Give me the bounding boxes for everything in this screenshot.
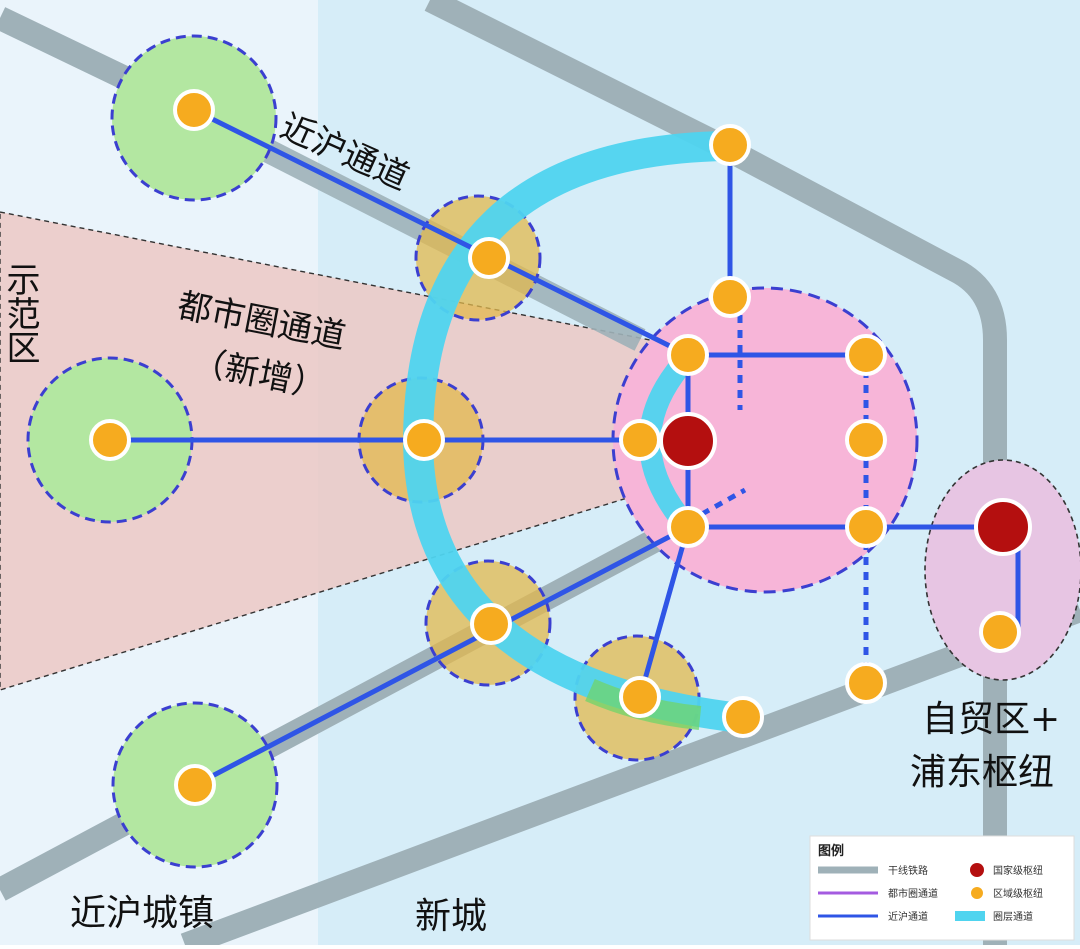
regional-hub-marker[interactable] bbox=[667, 506, 709, 548]
trunk-railway-south bbox=[180, 598, 1080, 949]
legend-swatch-regional-hub bbox=[971, 887, 983, 899]
label-new-city: 新城 bbox=[415, 896, 487, 937]
legend-box bbox=[809, 835, 1075, 941]
regional-hub-marker[interactable] bbox=[845, 506, 887, 548]
regional-hub-marker[interactable] bbox=[468, 237, 510, 279]
planned-lines bbox=[700, 300, 869, 683]
label-pudong-hub: 浦东枢纽 bbox=[910, 752, 1054, 793]
regional-hub-marker[interactable] bbox=[709, 276, 751, 318]
channel-line-core-south bbox=[637, 524, 691, 700]
label-free-trade-zone: 自贸区+ bbox=[922, 699, 1060, 740]
national-hubs bbox=[659, 412, 1032, 556]
channel-line-southwest bbox=[192, 524, 691, 788]
ftz-ellipse bbox=[924, 459, 1080, 681]
regional-hub-marker[interactable] bbox=[667, 334, 709, 376]
legend-label-metro-channel: 都市圈通道 bbox=[888, 887, 938, 900]
legend-label-national-hub: 国家级枢纽 bbox=[993, 864, 1043, 877]
regional-hub-marker[interactable] bbox=[845, 662, 887, 704]
legend-label-ring-channel: 圈层通道 bbox=[993, 910, 1033, 923]
trunk-railway-east bbox=[424, 0, 1007, 945]
legend-label-near-shanghai-channel: 近沪通道 bbox=[888, 910, 928, 923]
metro-corridor-wedge bbox=[0, 211, 661, 691]
legend-label-trunk-railway: 干线铁路 bbox=[888, 864, 928, 877]
label-near-shanghai-towns: 近沪城镇 bbox=[70, 893, 214, 934]
regional-hub-marker[interactable] bbox=[709, 124, 751, 166]
regional-hub-marker[interactable] bbox=[619, 419, 661, 461]
regional-hub-marker[interactable] bbox=[722, 696, 764, 738]
regional-hub-marker[interactable] bbox=[173, 89, 215, 131]
legend-swatch-national-hub bbox=[970, 863, 984, 877]
regional-hub-marker[interactable] bbox=[845, 334, 887, 376]
legend-swatch-ring-channel bbox=[955, 911, 985, 921]
regional-hub-marker[interactable] bbox=[845, 419, 887, 461]
national-hub-marker[interactable] bbox=[659, 412, 717, 470]
regional-hub-marker[interactable] bbox=[89, 419, 131, 461]
label-demo-zone: 示范区 bbox=[0, 262, 40, 364]
legend-title: 图例 bbox=[818, 843, 844, 859]
legend-label-regional-hub: 区域级枢纽 bbox=[993, 887, 1043, 900]
regional-hubs bbox=[89, 89, 1021, 806]
national-hub-marker[interactable] bbox=[974, 498, 1032, 556]
trunk-railway-segment-a bbox=[0, 7, 131, 89]
regional-hub-marker[interactable] bbox=[174, 764, 216, 806]
regional-hub-marker[interactable] bbox=[979, 611, 1021, 653]
regional-hub-marker[interactable] bbox=[470, 603, 512, 645]
channel-line-north bbox=[191, 107, 691, 358]
regional-hub-marker[interactable] bbox=[619, 676, 661, 718]
regional-hub-marker[interactable] bbox=[403, 419, 445, 461]
near-shanghai-lines bbox=[107, 107, 1021, 788]
legend: 图例 干线铁路 都市圈通道 近沪通道 国家级枢纽 区域级枢纽 圈层通道 bbox=[809, 835, 1075, 941]
